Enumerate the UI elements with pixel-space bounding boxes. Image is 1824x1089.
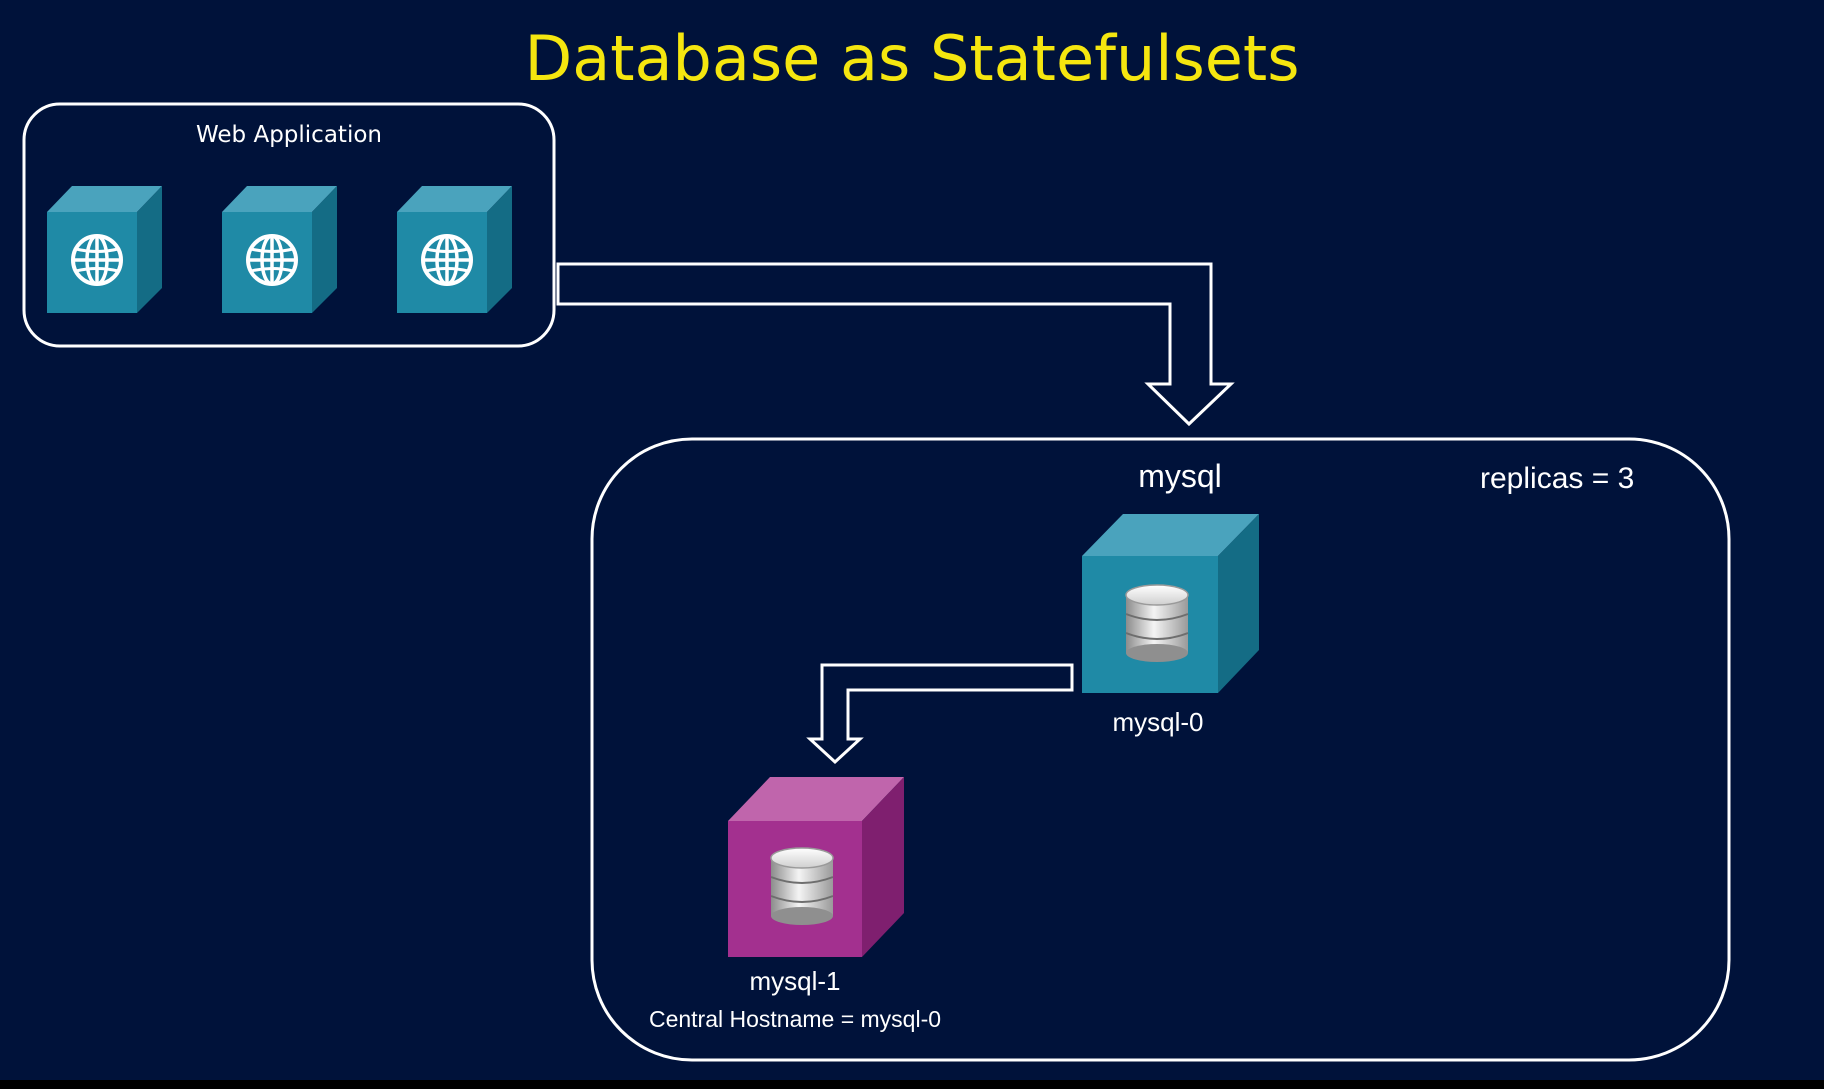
web-to-mysql-arrow — [556, 262, 1235, 427]
web-pod-3 — [397, 186, 512, 313]
statefulset-name-label: mysql — [1138, 458, 1222, 494]
mysql-1-label: mysql-1 — [749, 966, 841, 996]
database-icon — [1125, 584, 1189, 663]
replication-arrow — [806, 663, 1074, 765]
mysql-1-pod — [728, 777, 904, 957]
globe-icon — [71, 234, 123, 286]
web-application-group — [22, 102, 556, 348]
web-pod-2 — [222, 186, 337, 313]
bottom-bar — [0, 1080, 1824, 1089]
globe-icon — [246, 234, 298, 286]
globe-icon — [421, 234, 473, 286]
mysql-0-pod — [1082, 514, 1259, 693]
statefulset-group — [590, 437, 1731, 1062]
central-hostname-label: Central Hostname = mysql-0 — [648, 1006, 942, 1032]
mysql-0-label: mysql-0 — [1112, 707, 1204, 737]
web-pod-1 — [47, 186, 162, 313]
page-title: Database as Statefulsets — [524, 22, 1300, 95]
replicas-label: replicas = 3 — [1480, 462, 1635, 495]
web-application-label: Web Application — [196, 122, 382, 148]
database-icon — [770, 847, 834, 926]
